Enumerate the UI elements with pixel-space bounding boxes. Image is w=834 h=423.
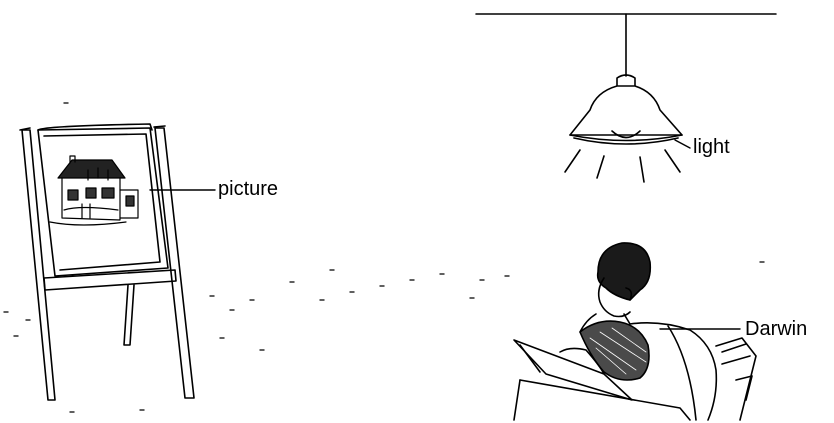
ceiling-light — [476, 14, 776, 182]
label-light: light — [693, 137, 730, 157]
light-leader-line — [675, 140, 690, 148]
picture-board — [38, 124, 168, 276]
label-picture: picture — [218, 179, 278, 199]
darwin-figure — [514, 243, 756, 420]
label-darwin: Darwin — [745, 319, 807, 339]
